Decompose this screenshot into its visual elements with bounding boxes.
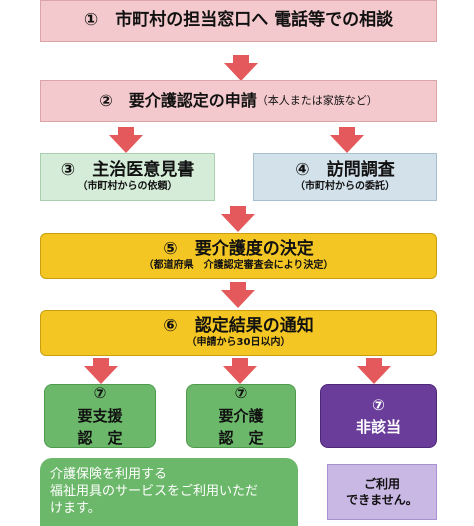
arrow-6-result3 xyxy=(357,358,391,384)
step6-subtitle: （申請から30日以内） xyxy=(186,337,291,349)
note-unavailable: ご利用 できません。 xyxy=(327,464,437,520)
step2-box: ② 要介護認定の申請 （本人または家族など） xyxy=(40,80,437,122)
step1-title: ① 市町村の担当窓口へ 電話等での相談 xyxy=(83,10,394,31)
step3-title: ③ 主治医意見書 xyxy=(60,160,195,181)
result-yoshien-num: ⑦ xyxy=(93,384,107,403)
result-higaitou-line1: 非該当 xyxy=(355,418,401,436)
result-yoshien-line2: 認 定 xyxy=(77,429,123,448)
step2-title: ② 要介護認定の申請 xyxy=(99,91,257,110)
step4-title: ④ 訪問調査 xyxy=(295,160,395,181)
step2-subtitle: （本人または家族など） xyxy=(256,94,378,108)
result-yokaigo-line2: 認 定 xyxy=(218,429,264,448)
arrow-1-2 xyxy=(224,55,258,81)
step1-box: ① 市町村の担当窓口へ 電話等での相談 xyxy=(40,0,437,42)
step6-box: ⑥ 認定結果の通知 （申請から30日以内） xyxy=(40,310,437,356)
note-unavailable-line1: ご利用 xyxy=(363,476,400,491)
arrow-5-6 xyxy=(221,282,255,308)
arrow-6-result1 xyxy=(84,358,118,384)
step5-title: ⑤ 要介護度の決定 xyxy=(163,239,314,260)
result-higaitou-num: ⑦ xyxy=(372,395,385,414)
step3-subtitle: （市町村からの依頼） xyxy=(77,181,178,193)
step5-subtitle: （都道府県 介護認定審査会により決定） xyxy=(143,260,334,272)
step4-subtitle: （市町村からの委託） xyxy=(295,181,395,193)
result-yoshien-line1: 要支援 xyxy=(77,406,123,425)
step3-box: ③ 主治医意見書 （市町村からの依頼） xyxy=(40,153,215,201)
step6-title: ⑥ 認定結果の通知 xyxy=(163,316,314,337)
note-available-line2: 福祉用具のサービスをご利用いただ xyxy=(50,484,259,500)
note-available-line3: けます。 xyxy=(50,501,101,517)
step5-box: ⑤ 要介護度の決定 （都道府県 介護認定審査会により決定） xyxy=(40,233,437,279)
note-unavailable-line2: できません。 xyxy=(346,493,418,507)
result-yokaigo: ⑦ 要介護 認 定 xyxy=(186,384,296,448)
step4-box: ④ 訪問調査 （市町村からの委託） xyxy=(253,153,437,201)
result-yoshien: ⑦ 要支援 認 定 xyxy=(44,384,156,448)
result-higaitou: ⑦ 非該当 xyxy=(320,384,437,448)
arrow-2-3 xyxy=(109,127,143,153)
result-yokaigo-line1: 要介護 xyxy=(218,406,264,425)
arrow-6-result2 xyxy=(223,358,257,384)
note-available: 介護保険を利用する 福祉用具のサービスをご利用いただ けます。 xyxy=(40,458,298,526)
note-available-line1: 介護保険を利用する xyxy=(50,467,168,482)
arrow-34-5 xyxy=(221,206,255,232)
result-yokaigo-num: ⑦ xyxy=(234,384,248,403)
arrow-2-4 xyxy=(330,127,364,153)
